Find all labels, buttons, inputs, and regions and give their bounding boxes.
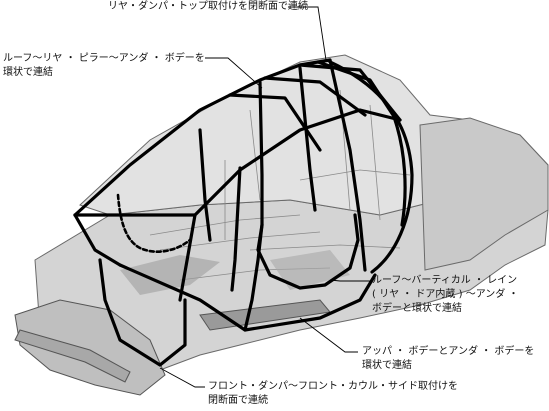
leader-roof-rear-pillar xyxy=(205,57,263,89)
rear-pillar-ring-mid xyxy=(298,66,317,212)
rear-quarter-shape xyxy=(419,117,549,271)
annotation-line: 閉断面で連続 xyxy=(208,395,268,406)
annotation-line: アッパ ・ ボデーとアンダ ・ ボデーを xyxy=(362,346,535,357)
annotation-line: ( リヤ ・ ドア内蔵 ) 〜アンダ ・ xyxy=(372,289,519,300)
upper-under-ring-left xyxy=(178,213,197,302)
leader-rear-damper xyxy=(288,6,327,61)
annotation-roof-rear-pillar: ルーフ〜リヤ ・ ピラー〜アンダ ・ ボデーを 環状で連結 xyxy=(3,52,205,80)
annotation-line: 環状で連結 xyxy=(3,67,53,78)
annotation-roof-vertical-rein: ルーフ〜バーティカル ・ レイン ( リヤ ・ ドア内蔵 ) 〜アンダ ・ ボデ… xyxy=(372,274,518,316)
rear-damper-ring-inner xyxy=(393,118,407,227)
roof-side-rail-right xyxy=(193,108,402,217)
annotation-line: ボデーと環状で連結 xyxy=(372,303,462,314)
rear-damper-ring xyxy=(328,60,414,274)
annotation-line: フロント・ダンパ〜フロント・カウル・サイド取付けを xyxy=(208,381,458,392)
floor-detail-lines xyxy=(149,89,411,281)
leader-upper-under xyxy=(299,317,358,353)
front-damper-ring xyxy=(73,213,122,267)
upper-under-ring-right xyxy=(243,223,264,332)
roof-bow-1 xyxy=(228,93,322,152)
front-crossmember-shape xyxy=(14,329,131,383)
annotation-line: ルーフ〜リヤ ・ ピラー〜アンダ ・ ボデーを xyxy=(3,53,205,64)
body-in-white xyxy=(14,54,549,396)
center-pillar-ring-right xyxy=(230,166,242,292)
rear-pillar-ring-left xyxy=(258,80,264,227)
front-damper-ring-hidden xyxy=(116,193,192,254)
annotation-line: 環状で連結 xyxy=(362,360,412,371)
annotation-rear-damper-top: リヤ・ダンパ・トップ取付けを閉断面で連続 xyxy=(108,0,308,14)
center-pillar-ring-left xyxy=(198,128,212,242)
rear-pillar-ring-right xyxy=(328,58,367,272)
side-sill-ring xyxy=(118,263,377,332)
annotation-line: リヤ・ダンパ・トップ取付けを閉断面で連続 xyxy=(108,1,308,12)
annotation-upper-under-body: アッパ ・ ボデーとアンダ ・ ボデーを 環状で連結 xyxy=(362,345,534,373)
leader-front-damper xyxy=(159,367,205,388)
ring-structure-lines xyxy=(73,58,414,367)
roof-bow-2 xyxy=(263,76,367,117)
front-cowl-ring xyxy=(98,258,187,367)
leader-lines xyxy=(159,6,370,388)
annotation-front-damper-cowl: フロント・ダンパ〜フロント・カウル・サイド取付けを 閉断面で連続 xyxy=(208,380,458,408)
annotation-line: ルーフ〜バーティカル ・ レイン xyxy=(372,275,518,286)
floor-shadow xyxy=(120,255,220,295)
leader-roof-vertical xyxy=(329,279,370,282)
